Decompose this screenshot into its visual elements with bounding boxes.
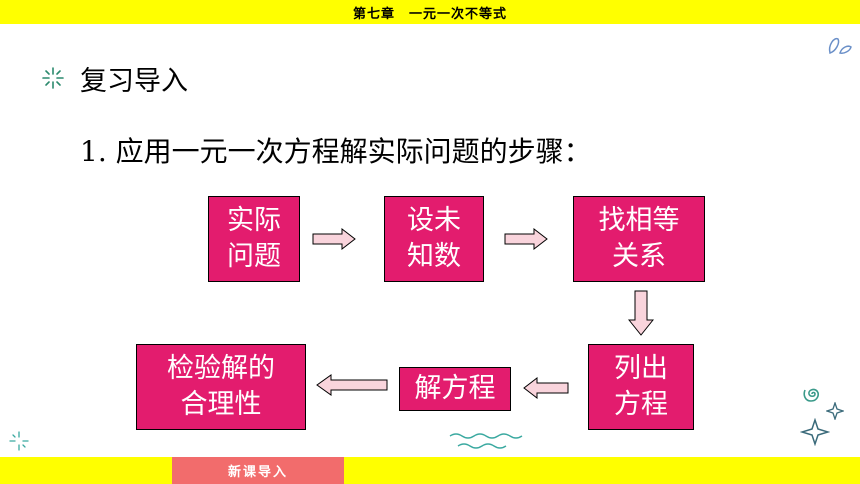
section-title: 复习导入 (80, 65, 188, 97)
step-label: 设未 知数 (407, 205, 461, 272)
sparkle-icon (42, 67, 64, 89)
sparkle-icon (9, 431, 29, 451)
arrow-down-icon (628, 290, 654, 336)
tab-new-lesson-intro[interactable]: 新课导入 (172, 457, 344, 484)
step-check-solution: 检验解的 合理性 (136, 344, 306, 430)
swirl-icon (803, 388, 819, 402)
leaf-doodle-icon (828, 37, 852, 54)
arrow-left-icon (523, 377, 569, 399)
step-solve-equation: 解方程 (399, 367, 511, 411)
step-write-equation: 列出 方程 (588, 344, 694, 430)
tab-label: 新课导入 (227, 465, 288, 480)
step-set-unknown: 设未 知数 (384, 196, 484, 282)
arrow-left-icon (316, 374, 388, 396)
chapter-header: 第七章 一元一次不等式 (0, 0, 860, 24)
chapter-title: 第七章 一元一次不等式 (352, 6, 507, 22)
step-label: 找相等 关系 (598, 205, 680, 272)
wave-doodle-icon (449, 433, 523, 449)
step-label: 检验解的 合理性 (167, 353, 275, 420)
star-outline-icon (800, 418, 830, 446)
step-label: 列出 方程 (614, 353, 668, 420)
step-label: 解方程 (414, 373, 496, 404)
step-actual-problem: 实际 问题 (208, 196, 300, 282)
section-heading: 复习导入 (40, 58, 188, 98)
star-outline-icon (826, 402, 844, 420)
step-label: 实际 问题 (227, 205, 281, 272)
step-find-equal-relation: 找相等 关系 (573, 196, 705, 282)
subtitle: 1. 应用一元一次方程解实际问题的步骤： (80, 135, 592, 168)
arrow-right-icon (312, 228, 356, 250)
arrow-right-icon (504, 228, 548, 250)
footer-bar: 新课导入 (0, 457, 860, 484)
